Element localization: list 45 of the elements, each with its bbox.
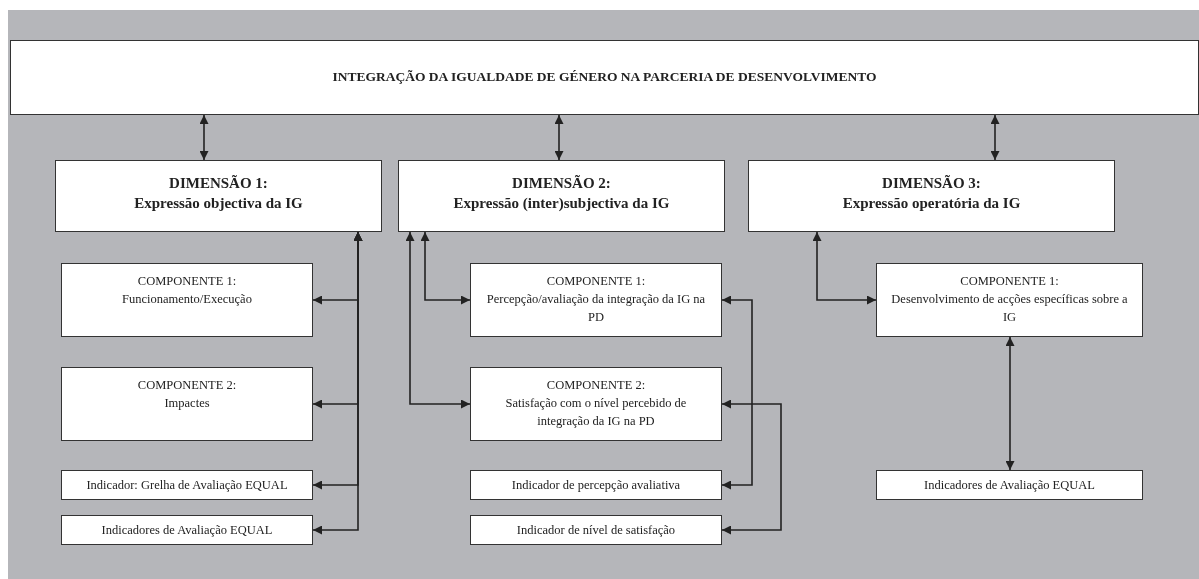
component-box xyxy=(61,263,313,337)
box-heading: DIMENSÃO 2: xyxy=(512,174,611,193)
box-heading: COMPONENTE 2: xyxy=(137,377,237,394)
box-heading: COMPONENTE 2: xyxy=(546,377,646,394)
indicator-box xyxy=(876,470,1143,500)
box-text: Indicador de percepção avaliativa xyxy=(511,476,681,494)
connector-arrow xyxy=(199,114,209,161)
box-text: Satisfação com o nível percebido de integração da IG na PD xyxy=(504,395,688,430)
box-text: Desenvolvimento de acções específicas sobre a IG xyxy=(890,291,1129,326)
indicator-box xyxy=(470,470,722,500)
dimension-box xyxy=(55,160,382,232)
box-text: Expressão operatória da IG xyxy=(842,194,1021,213)
box-heading: DIMENSÃO 3: xyxy=(882,174,981,193)
connector-arrow xyxy=(1005,336,1015,471)
component-box xyxy=(470,367,722,441)
box-heading: COMPONENTE 1: xyxy=(960,273,1059,290)
box-text: Funcionamento/Execução xyxy=(122,291,252,308)
connector-arrow xyxy=(721,295,753,490)
indicator-box xyxy=(61,470,313,500)
connector-arrow xyxy=(721,399,782,535)
box-text: Indicador: Grelha de Avaliação EQUAL xyxy=(86,476,288,494)
connector-arrow xyxy=(554,114,564,161)
box-heading: DIMENSÃO 1: xyxy=(169,174,268,193)
box-text: Expressão (inter)subjectiva da IG xyxy=(453,194,670,213)
box-heading: COMPONENTE 1: xyxy=(546,273,646,290)
indicator-box xyxy=(470,515,722,545)
connector-arrow xyxy=(405,231,471,409)
box-text: Impactes xyxy=(164,395,210,412)
box-text: Indicadores de Avaliação EQUAL xyxy=(101,521,273,539)
component-box xyxy=(470,263,722,337)
box-text: Expressão objectiva da IG xyxy=(134,194,303,213)
title-box xyxy=(10,40,1199,115)
connector-arrow xyxy=(990,114,1000,161)
box-text: Indicadores de Avaliação EQUAL xyxy=(924,476,1095,494)
box-text: INTEGRAÇÃO DA IGUALDADE DE GÉNERO NA PARCERIA DE DESENVOLVIMENTO xyxy=(332,68,877,87)
box-text: Indicador de nível de satisfação xyxy=(516,521,676,539)
box-heading: COMPONENTE 1: xyxy=(137,273,237,290)
box-text: Percepção/avaliação da integração da IG na PD xyxy=(485,291,707,326)
connector-arrow xyxy=(812,231,877,305)
component-box xyxy=(61,367,313,441)
dimension-box xyxy=(748,160,1115,232)
dimension-box xyxy=(398,160,725,232)
indicator-box xyxy=(61,515,313,545)
component-box xyxy=(876,263,1143,337)
connector-arrow xyxy=(420,231,471,305)
